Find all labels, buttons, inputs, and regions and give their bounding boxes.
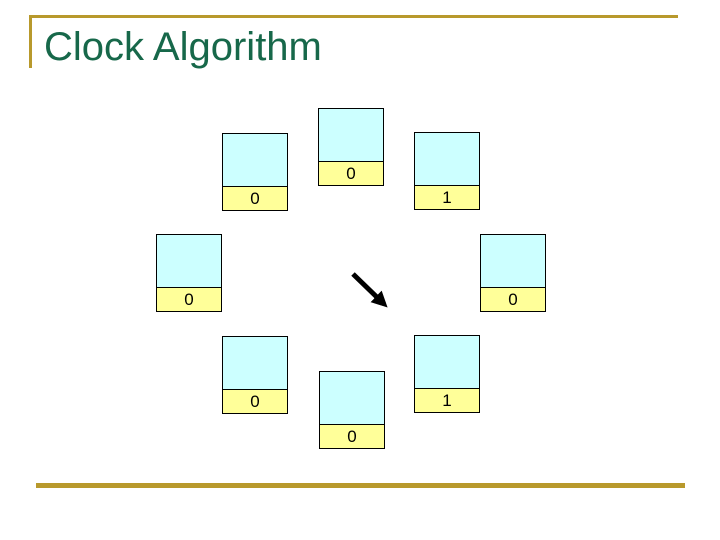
frame-lower-left: 0 [222, 336, 288, 414]
top-accent-line [29, 15, 678, 18]
ref-bit-value: 0 [320, 424, 384, 448]
frame-page-area [157, 235, 221, 287]
title-accent-bar [29, 15, 32, 68]
ref-bit-value: 0 [223, 186, 287, 210]
ref-bit-value: 0 [157, 287, 221, 311]
frame-page-area [223, 134, 287, 186]
frame-page-area [415, 336, 479, 388]
frame-page-area [319, 109, 383, 161]
frame-page-area [223, 337, 287, 389]
frame-upper-right: 1 [414, 132, 480, 210]
ref-bit-value: 0 [223, 389, 287, 413]
frame-page-area [481, 235, 545, 287]
page-title: Clock Algorithm [44, 25, 322, 69]
frame-upper-left: 0 [222, 133, 288, 211]
ref-bit-value: 1 [415, 185, 479, 209]
bottom-accent-line [36, 483, 685, 488]
frame-top: 0 [318, 108, 384, 186]
frame-right: 0 [480, 234, 546, 312]
ref-bit-value: 1 [415, 388, 479, 412]
frame-bottom: 0 [319, 371, 385, 449]
frame-page-area [320, 372, 384, 424]
frame-left: 0 [156, 234, 222, 312]
clock-hand-arrow-icon [351, 272, 388, 308]
ref-bit-value: 0 [319, 161, 383, 185]
ref-bit-value: 0 [481, 287, 545, 311]
frame-page-area [415, 133, 479, 185]
frame-lower-right: 1 [414, 335, 480, 413]
